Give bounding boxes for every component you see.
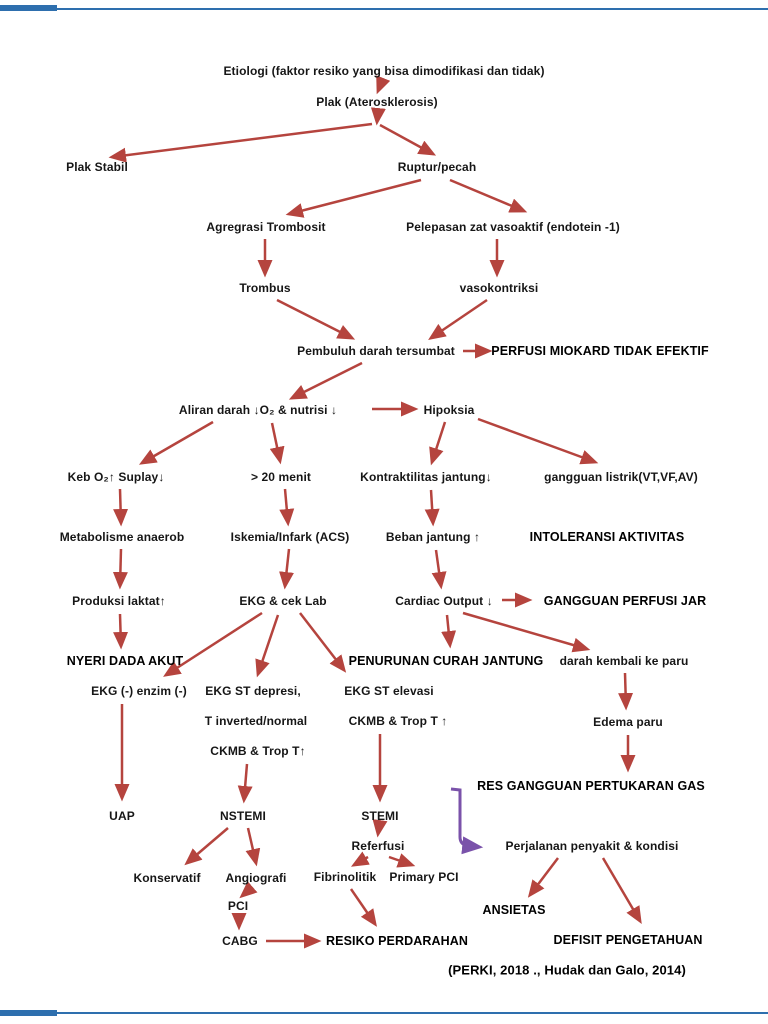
arrow-nstemi-konservatif (184, 827, 229, 866)
node-darah-kembali-ke-paru: darah kembali ke paru (559, 654, 689, 668)
node-20-menit: > 20 menit (250, 470, 312, 484)
arrow-beban-cardiac (431, 549, 447, 590)
node-keb-o2-suplay: Keb O₂↑ Suplay↓ (67, 470, 165, 484)
arrow-darahkembali-edema (618, 672, 634, 711)
node-perjalanan-penyakit: Perjalanan penyakit & kondisi (505, 839, 679, 853)
arrow-referfusi-fibrinolitik (350, 851, 370, 867)
arrow-perjalanan-ansietas (527, 857, 559, 898)
node-ekg-st-depresi: EKG ST depresi, (205, 684, 301, 698)
node-t-inverted-normal: T inverted/normal (204, 714, 308, 728)
node-ekg-negatif-enzim-negatif: EKG (-) enzim (-) (91, 684, 187, 698)
node-uap: UAP (109, 809, 135, 823)
node-cabg: CABG (222, 934, 258, 948)
arrow-produksi-nyeri (113, 613, 129, 650)
node-gangguan-listrik: gangguan listrik(VT,VF,AV) (544, 470, 698, 484)
arrow-stemi-referfusi (372, 819, 388, 838)
arrow-aliran-kebo2 (138, 420, 214, 465)
node-res-gangguan-pertukaran-gas: RES GANGGUAN PERTUKARAN GAS (477, 779, 705, 793)
page-border-bottom-line (0, 1012, 768, 1014)
node-intoleransi-aktivitas: INTOLERANSI AKTIVITAS (529, 530, 685, 544)
arrow-cardiac-penurunan (441, 614, 457, 649)
arrow-aliran-menit (269, 422, 285, 465)
arrow-nstemi-angiografi (245, 827, 261, 867)
arrow-split-ruptur (379, 123, 437, 156)
node-perfusi-miokard-tidak-efektif: PERFUSI MIOKARD TIDAK EFEKTIF (491, 344, 709, 358)
arrow-ekgcek-stdepresi (255, 614, 280, 678)
node-plak: Plak (Aterosklerosis) (316, 95, 438, 109)
arrow-kontraktilitas-beban (424, 489, 440, 527)
arrow-metabolisme-produksi (112, 548, 128, 590)
arrow-fibrinolitik-resiko (349, 888, 377, 927)
node-vasokontriksi: vasokontriksi (459, 281, 539, 295)
arrow-kebo2-metabolisme (113, 488, 129, 527)
node-agregrasi-trombosit: Agregrasi Trombosit (206, 220, 326, 234)
node-trombus: Trombus (239, 281, 291, 295)
node-metabolisme-anaerob: Metabolisme anaerob (59, 530, 185, 544)
node-hipoksia: Hipoksia (423, 403, 475, 417)
node-etiologi: Etiologi (faktor resiko yang bisa dimodi… (223, 64, 545, 78)
arrow-vasokontriksi-pembuluh (428, 298, 488, 340)
arrow-pembuluh-aliran (288, 361, 363, 400)
node-ekg-st-elevasi: EKG ST elevasi (344, 684, 434, 698)
node-referfusi: Referfusi (351, 839, 405, 853)
node-defisit-pengetahuan: DEFISIT PENGETAHUAN (553, 933, 703, 947)
arrow-referfusi-primarypci (388, 853, 416, 868)
node-iskemia-infark: Iskemia/Infark (ACS) (230, 530, 350, 544)
arrow-ruptur-agregrasi (285, 178, 422, 218)
node-ekg-cek-lab: EKG & cek Lab (239, 594, 327, 608)
node-resiko-perdarahan: RESIKO PERDARAHAN (326, 934, 468, 948)
arrow-split-plakstabil (108, 122, 373, 163)
arrow-trombus-pembuluh (276, 298, 356, 340)
node-nstemi: NSTEMI (220, 809, 266, 823)
node-nyeri-dada-akut: NYERI DADA AKUT (66, 654, 184, 668)
node-gangguan-perfusi-jar: GANGGUAN PERFUSI JAR (543, 594, 707, 608)
arrow-perjalanan-defisit (601, 857, 642, 925)
arrow-resgangguan-perjalanan (450, 787, 484, 855)
node-produksi-laktat: Produksi laktat↑ (72, 594, 166, 608)
arrow-cardiac-darahkembali (462, 611, 591, 653)
node-primary-pci: Primary PCI (389, 870, 459, 884)
node-aliran-darah: Aliran darah ↓O₂ & nutrisi ↓ (178, 403, 338, 417)
node-beban-jantung: Beban jantung ↑ (385, 530, 481, 544)
node-ruptur: Ruptur/pecah (397, 160, 477, 174)
node-edema-paru: Edema paru (593, 715, 663, 729)
arrow-iskemia-ekgcek (279, 548, 294, 590)
node-konservatif: Konservatif (133, 871, 201, 885)
arrow-hipoksia-kontraktilitas (429, 421, 447, 466)
node-pci: PCI (227, 899, 249, 913)
node-angiografi: Angiografi (225, 871, 287, 885)
node-pembuluh-tersumbat: Pembuluh darah tersumbat (297, 344, 455, 358)
node-plak-stabil: Plak Stabil (66, 160, 128, 174)
arrow-ekgcek-stelevasi (299, 612, 347, 673)
arrow-hipoksia-listrik (477, 417, 599, 465)
node-ckmb-trop-t-stemi: CKMB & Trop T ↑ (348, 714, 448, 728)
arrow-angiografi-pci (239, 881, 258, 899)
node-stemi: STEMI (361, 809, 399, 823)
arrow-stdepresi-nstemi (237, 763, 253, 804)
node-ckmb-trop-t-nstemi: CKMB & Trop T↑ (210, 744, 306, 758)
arrow-ruptur-pelepasan (449, 178, 528, 213)
arrow-etiologi-plak (376, 75, 391, 95)
node-cardiac-output: Cardiac Output ↓ (395, 594, 493, 608)
node-penurunan-curah-jantung: PENURUNAN CURAH JANTUNG (348, 654, 544, 668)
node-ansietas: ANSIETAS (482, 903, 546, 917)
node-pelepasan-vasoaktif: Pelepasan zat vasoaktif (endotein -1) (406, 220, 620, 234)
node-kontraktilitas-jantung: Kontraktilitas jantung↓ (360, 470, 492, 484)
arrow-plak-split (370, 107, 386, 126)
citation: (PERKI, 2018 ., Hudak dan Galo, 2014) (448, 962, 686, 978)
node-fibrinolitik: Fibrinolitik (313, 870, 377, 884)
page-border-top-line (0, 8, 768, 10)
arrow-menit-iskemia (279, 488, 295, 527)
